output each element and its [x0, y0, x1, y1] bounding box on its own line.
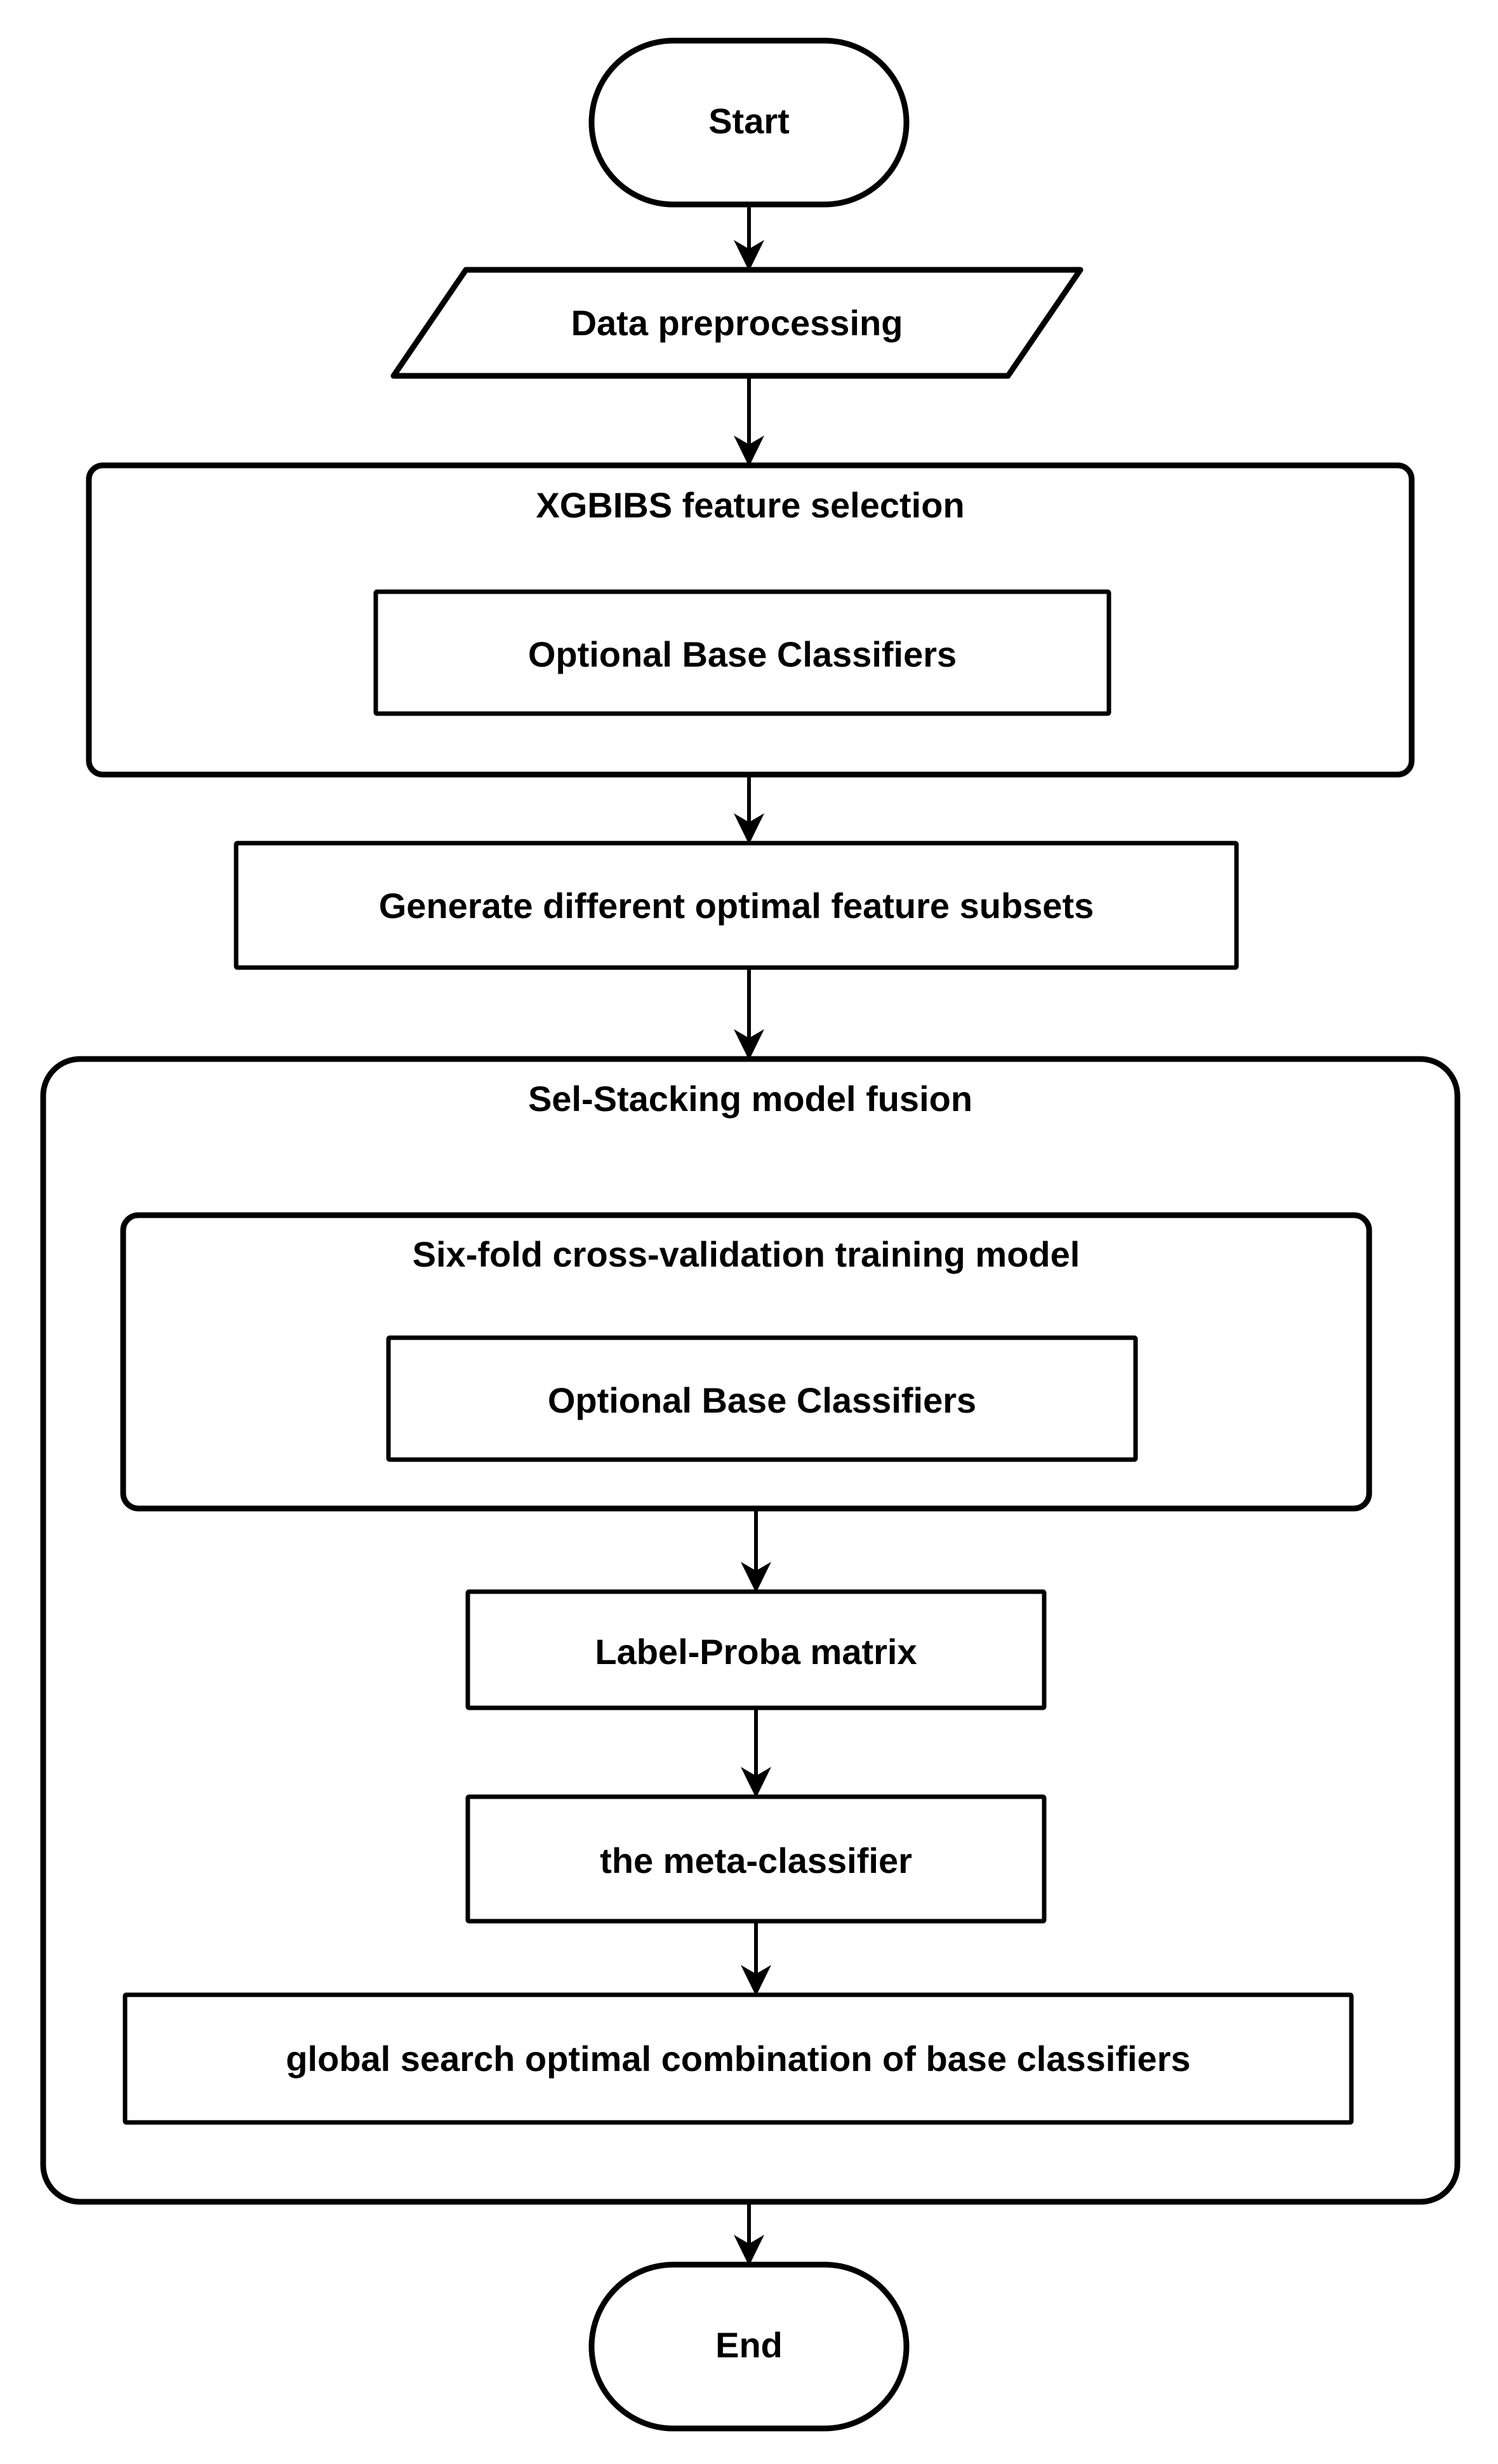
data-preprocessing-shape[interactable]: [390, 267, 1084, 379]
arrowhead-six-fold-to-label-proba: [741, 1562, 771, 1593]
optional-base-classifiers-1-shape[interactable]: [373, 589, 1111, 716]
optional-base-classifiers-2-shape[interactable]: [386, 1335, 1138, 1462]
arrowhead-start-to-data-preprocessing: [734, 240, 764, 271]
arrowhead-generate-subsets-to-sel-stacking: [734, 1029, 764, 1060]
arrowhead-xgbibs-to-generate-subsets: [734, 813, 764, 844]
arrowhead-label-proba-to-meta-classifier: [741, 1767, 771, 1798]
arrowhead-sel-stacking-to-end: [734, 2235, 764, 2266]
global-search-shape[interactable]: [123, 1992, 1354, 2125]
label-proba-matrix-shape[interactable]: [465, 1589, 1047, 1710]
start-node-shape[interactable]: [588, 37, 910, 208]
end-node-shape[interactable]: [588, 2261, 910, 2432]
meta-classifier-shape[interactable]: [465, 1794, 1047, 1924]
arrowhead-data-preprocessing-to-xgbibs: [734, 436, 764, 467]
generate-subsets-shape[interactable]: [234, 841, 1239, 970]
arrowhead-meta-classifier-to-global-search: [741, 1965, 771, 1996]
